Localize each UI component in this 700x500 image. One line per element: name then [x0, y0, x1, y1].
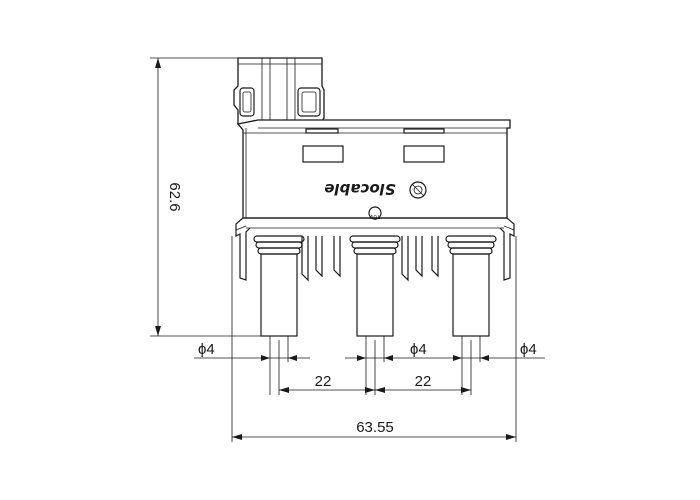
- pitch-right-value: 22: [415, 373, 432, 390]
- pin-diameter-middle: ϕ4: [410, 341, 427, 358]
- pin-middle: [349, 235, 401, 346]
- pin-diameter-right: ϕ4: [520, 341, 537, 358]
- width-value: 63.55: [356, 419, 394, 436]
- terminal-clips: [301, 236, 439, 282]
- main-body: [236, 119, 511, 229]
- pin-right: [445, 235, 497, 346]
- window-left: [302, 145, 344, 163]
- brand-emblem-icon: [409, 181, 427, 199]
- left-clip: [235, 217, 251, 281]
- height-value: 62.6: [166, 182, 183, 211]
- window-right: [403, 145, 445, 163]
- pitch-left-value: 22: [315, 373, 332, 390]
- certification-mark-icon: TÜV: [368, 206, 382, 220]
- right-clip: [499, 217, 515, 281]
- dimension-pitch: 22 22: [278, 340, 472, 395]
- dimension-width: 63.55: [231, 236, 517, 442]
- certification-text: TÜV: [369, 213, 381, 220]
- dimension-pin-diameters: ϕ4 ϕ4 ϕ4: [194, 341, 545, 395]
- top-connector: [233, 57, 325, 125]
- pin-left: [253, 235, 305, 346]
- dimension-height: 62.6: [150, 57, 261, 337]
- brand-logo: Slocable TÜV: [324, 180, 427, 220]
- brand-text: Slocable: [324, 180, 395, 198]
- pin-diameter-left: ϕ4: [198, 341, 215, 358]
